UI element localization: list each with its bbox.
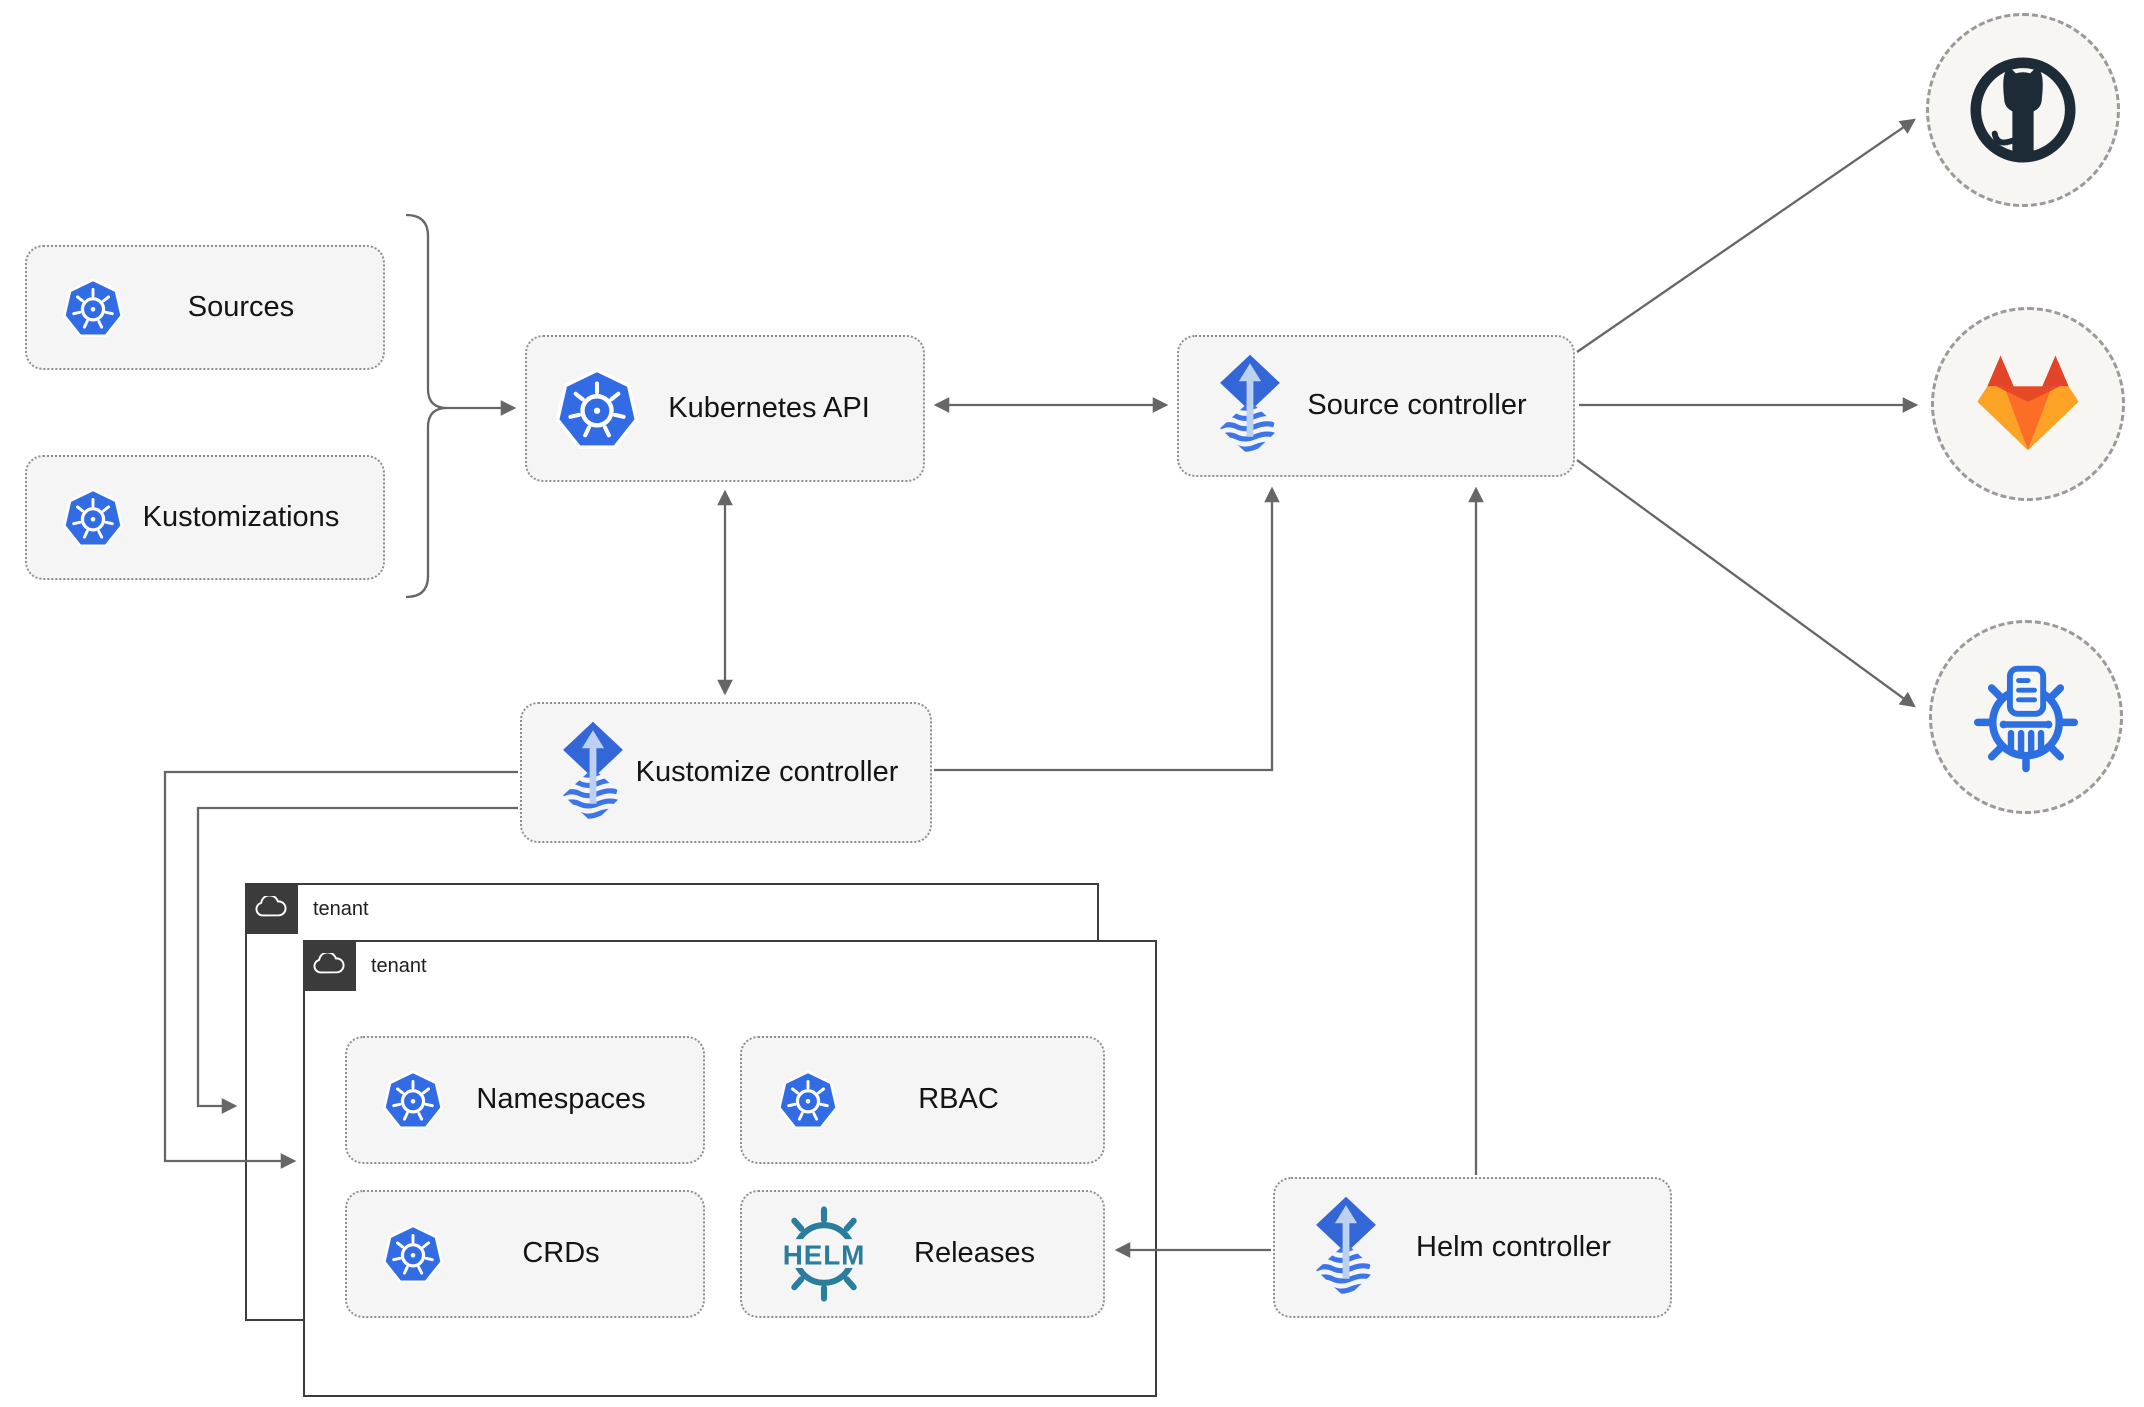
node-kustomizations: Kustomizations: [25, 455, 385, 580]
tenant-tab: [302, 939, 356, 991]
flux-icon: [1309, 1195, 1383, 1301]
tenant-label: tenant: [371, 955, 427, 977]
node-label: Source controller: [1307, 389, 1527, 422]
cloud-icon: [312, 953, 346, 977]
node-helm-controller: Helm controller: [1273, 1177, 1672, 1318]
node-label: Kubernetes API: [668, 391, 870, 424]
node-namespaces: Namespaces: [345, 1036, 705, 1164]
node-rbac: RBAC: [740, 1036, 1105, 1164]
kubernetes-icon: [61, 486, 125, 550]
chartmuseum-circle: [1929, 620, 2123, 814]
tenant-window-inner: tenant: [302, 939, 1157, 1397]
kubernetes-icon: [553, 365, 641, 453]
node-kubernetes-api: Kubernetes API: [525, 335, 925, 482]
node-label: CRDs: [522, 1237, 600, 1270]
tenant-tab: [244, 882, 298, 934]
flux-icon: [556, 720, 630, 826]
node-label: Sources: [187, 290, 295, 323]
kubernetes-icon: [381, 1222, 445, 1286]
node-crds: CRDs: [345, 1190, 705, 1318]
helm-icon: HELM: [776, 1206, 872, 1302]
node-label: Namespaces: [476, 1083, 646, 1116]
kubernetes-icon: [61, 276, 125, 340]
helm-wordmark: HELM: [783, 1239, 866, 1270]
gitlab-circle: [1931, 307, 2125, 501]
github-circle: [1926, 13, 2120, 207]
chartmuseum-icon: [1967, 658, 2085, 776]
tenant-label: tenant: [313, 898, 369, 920]
gitlab-icon: [1973, 353, 2083, 455]
node-label: RBAC: [918, 1083, 999, 1116]
arrow-source-to-chartmuseum: [1576, 459, 1916, 708]
github-icon: [1964, 51, 2082, 169]
node-sources: Sources: [25, 245, 385, 370]
node-kustomize-controller: Kustomize controller: [520, 702, 932, 843]
kubernetes-icon: [381, 1068, 445, 1132]
node-label: Kustomizations: [142, 500, 340, 533]
brace-sources-group: [405, 213, 448, 599]
flux-icon: [1213, 353, 1287, 459]
kubernetes-icon: [776, 1068, 840, 1132]
arrow-kustomize-to-source: [934, 486, 1280, 772]
node-label: Kustomize controller: [635, 755, 899, 788]
node-releases: HELM Releases: [740, 1190, 1105, 1318]
arrow-source-to-github: [1576, 118, 1916, 353]
node-label: Releases: [914, 1237, 1035, 1270]
node-label: Helm controller: [1416, 1230, 1611, 1263]
node-source-controller: Source controller: [1177, 335, 1575, 477]
cloud-icon: [254, 896, 288, 920]
